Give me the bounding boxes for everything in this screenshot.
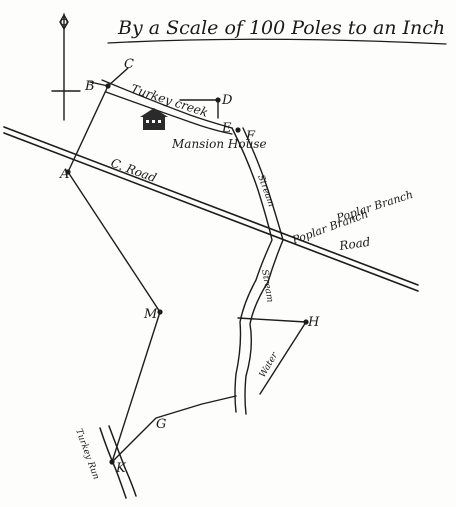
corner-h-label: H [307, 315, 320, 330]
turkey-creek [101, 79, 233, 135]
corner-a-label: A [59, 167, 69, 182]
railroad-line [3, 126, 419, 292]
corner-g-label: G [156, 417, 166, 432]
mansion-house-label: Mansion House [171, 137, 267, 151]
road-label: C. Road [109, 156, 159, 186]
main-creek [231, 127, 284, 415]
survey-boundary [67, 67, 307, 463]
mansion-house-icon [140, 108, 168, 130]
compass-rose-icon [51, 13, 81, 121]
title-underline [107, 38, 447, 45]
corner-d-label: D [221, 93, 233, 108]
map-title: By a Scale of 100 Poles to an Inch [117, 17, 445, 39]
creek-label-south: Water [258, 350, 281, 379]
creek-label-mid: Stream [259, 269, 275, 304]
south-river [99, 425, 137, 499]
corner-m-label: M [143, 307, 158, 322]
road-end-label: Road [337, 235, 371, 253]
corner-c-label: C [124, 57, 134, 72]
branch-label: Poplar Branch [334, 188, 415, 225]
corner-k-label: K [115, 461, 127, 476]
south-note-label: Turkey Run [73, 428, 101, 482]
corner-f-label: F [245, 129, 256, 144]
corner-b-label: B [84, 79, 95, 94]
corner-markers [65, 83, 309, 465]
corner-e-label: E [221, 121, 232, 136]
